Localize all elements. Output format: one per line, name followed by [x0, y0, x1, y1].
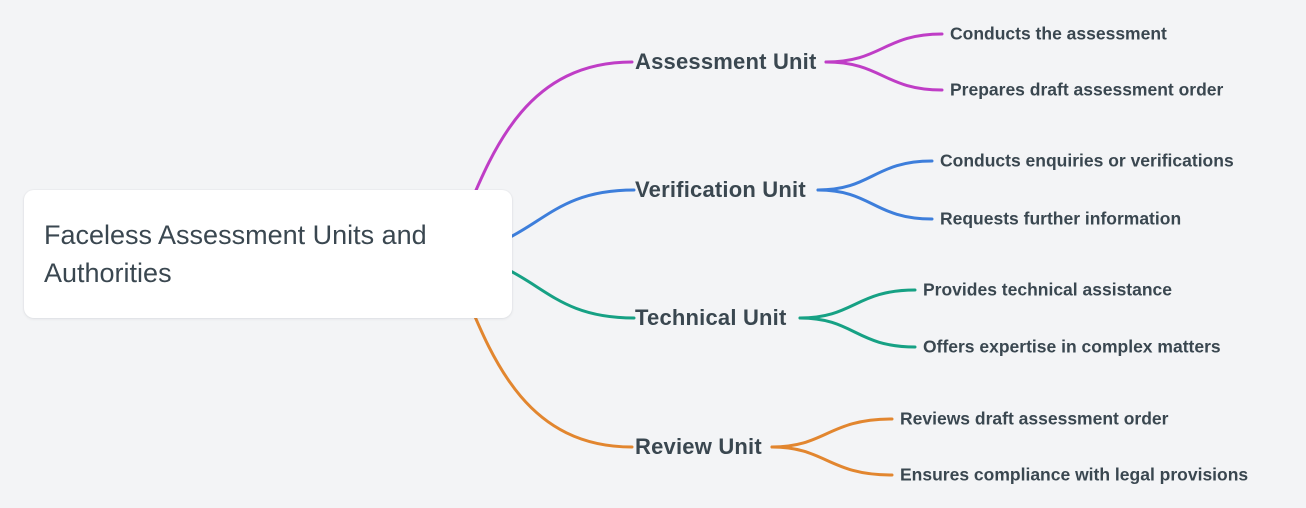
connector-verification-child-1 — [816, 159, 934, 192]
branch-label-verification-unit: Verification Unit — [635, 177, 806, 202]
connector-verification-child-2 — [816, 188, 934, 221]
connector-assessment-child-1 — [824, 32, 944, 64]
connector-technical-child-2 — [798, 316, 917, 349]
leaf-label-review-1: Reviews draft assessment order — [900, 408, 1169, 429]
leaf-label-review-2: Ensures compliance with legal provisions — [900, 464, 1249, 485]
connector-technical-child-1 — [798, 288, 917, 320]
leaf-label-verification-1: Conducts enquiries or verifications — [940, 150, 1234, 171]
branch-links-technical-unit — [458, 252, 917, 349]
branch-label-assessment-unit: Assessment Unit — [635, 49, 817, 74]
connector-review-child-1 — [770, 417, 894, 449]
branch-label-technical-unit: Technical Unit — [635, 305, 787, 330]
leaf-label-technical-1: Provides technical assistance — [923, 279, 1173, 300]
root-node: Faceless Assessment Units and Authoritie… — [24, 190, 512, 318]
connector-review-child-2 — [770, 445, 894, 477]
connector-assessment-child-2 — [824, 60, 944, 92]
branch-links-verification-unit — [458, 159, 934, 256]
root-title: Faceless Assessment Units and Authoritie… — [44, 219, 427, 288]
leaf-label-assessment-2: Prepares draft assessment order — [950, 79, 1224, 100]
leaf-label-verification-2: Requests further information — [940, 208, 1182, 229]
leaf-label-technical-2: Offers expertise in complex matters — [923, 336, 1221, 357]
leaf-label-assessment-1: Conducts the assessment — [950, 23, 1167, 44]
branch-label-review-unit: Review Unit — [635, 434, 762, 459]
